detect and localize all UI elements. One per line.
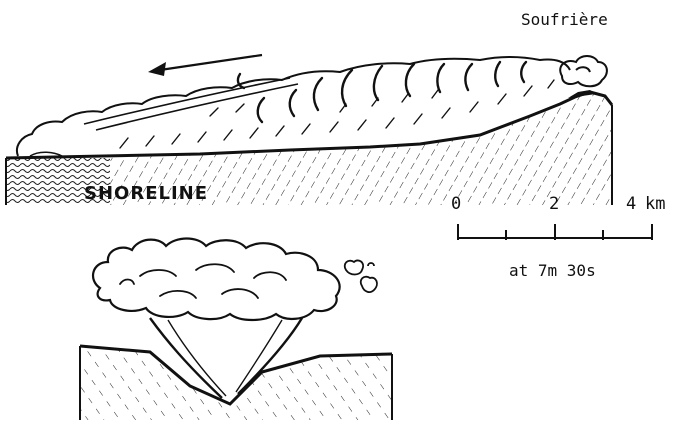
scale-unit-label: km bbox=[645, 196, 665, 213]
time-label: at 7m 30s bbox=[509, 263, 596, 279]
small-puffs bbox=[345, 260, 377, 292]
shoreline-label: SHORELINE bbox=[84, 185, 208, 203]
turbulence-marks bbox=[238, 62, 526, 122]
scale-tick-label-2: 2 bbox=[549, 196, 559, 213]
scale-tick-label-0: 0 bbox=[451, 196, 461, 213]
crater-ground bbox=[80, 346, 392, 420]
flow-direction-arrow bbox=[148, 55, 262, 76]
scale-tick-label-4: 4 bbox=[626, 196, 636, 213]
summit-puff bbox=[560, 56, 607, 86]
scale-bar bbox=[458, 224, 652, 240]
volcano-name-label: Soufrière bbox=[521, 12, 608, 28]
eruption-column-sketch bbox=[80, 239, 392, 421]
